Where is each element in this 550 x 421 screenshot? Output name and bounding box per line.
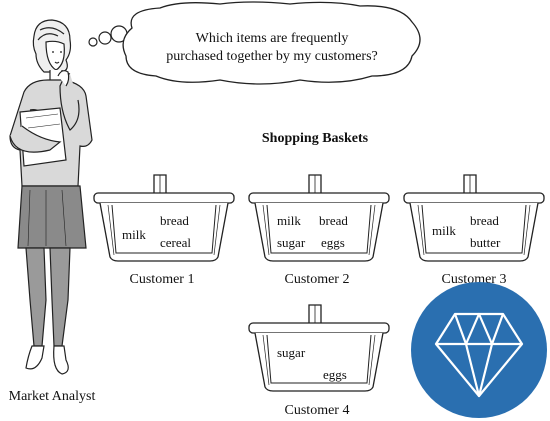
basket-item: sugar bbox=[277, 235, 306, 250]
thought-bubble: Which items are frequently purchased tog… bbox=[88, 1, 421, 85]
shopping-baskets-heading: Shopping Baskets bbox=[262, 131, 369, 146]
basket-item: bread bbox=[160, 213, 189, 228]
basket-item: sugar bbox=[277, 345, 306, 360]
basket-customer-3: milk bread butter bbox=[403, 174, 545, 262]
basket-item: milk bbox=[432, 223, 456, 238]
thought-bubble-line-1: Which items are frequently bbox=[196, 31, 349, 46]
basket-customer-label: Customer 2 bbox=[285, 272, 350, 287]
basket-item: milk bbox=[122, 227, 146, 242]
basket-item: eggs bbox=[321, 235, 345, 250]
basket-customer-1: milk bread cereal bbox=[93, 174, 235, 262]
market-analyst-label: Market Analyst bbox=[9, 389, 96, 404]
basket-item: butter bbox=[470, 235, 501, 250]
basket-item: milk bbox=[277, 213, 301, 228]
basket-customer-4: sugar eggs bbox=[248, 304, 390, 392]
diamond-gem-icon bbox=[411, 282, 547, 418]
market-analyst-figure bbox=[9, 19, 93, 375]
basket-item: bread bbox=[470, 213, 499, 228]
basket-customer-label: Customer 4 bbox=[285, 403, 350, 418]
basket-item: eggs bbox=[323, 367, 347, 382]
basket-icon bbox=[248, 304, 390, 392]
basket-customer-label: Customer 1 bbox=[130, 272, 195, 287]
thought-bubble-line-2: purchased together by my customers? bbox=[166, 49, 378, 64]
basket-customer-2: milk bread sugar eggs bbox=[248, 174, 390, 262]
basket-item: bread bbox=[319, 213, 348, 228]
basket-item: cereal bbox=[160, 235, 191, 250]
